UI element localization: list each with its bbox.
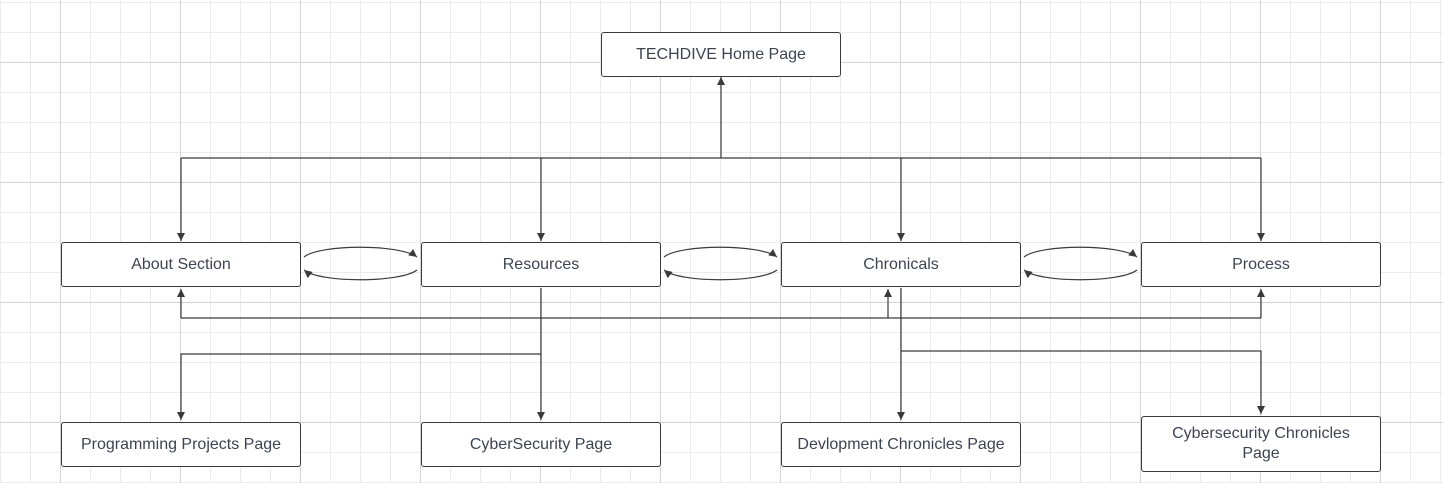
edge-resources-to-programming xyxy=(177,288,542,420)
edge-chronicals-to-process xyxy=(1023,246,1138,258)
node-chronicals-label: Chronicals xyxy=(863,255,939,273)
edge-chronicals-to-cyber-chronicles xyxy=(901,350,1265,414)
node-about-label: About Section xyxy=(131,255,231,273)
node-cybersecurity-chronicles: Cybersecurity Chronicles Page xyxy=(1141,416,1381,472)
node-chronicals: Chronicals xyxy=(781,242,1021,287)
node-development-chronicles-label: Devlopment Chronicles Page xyxy=(797,435,1005,453)
node-programming-projects: Programming Projects Page xyxy=(61,422,301,467)
node-cybersecurity: CyberSecurity Page xyxy=(421,422,661,467)
edge-chronicals-to-resources xyxy=(663,269,778,281)
node-resources-label: Resources xyxy=(502,255,580,273)
node-about: About Section xyxy=(61,242,301,287)
edge-resources-to-chronicals xyxy=(663,246,778,258)
edge-about-to-resources xyxy=(303,246,418,258)
node-resources: Resources xyxy=(421,242,661,287)
node-programming-projects-label: Programming Projects Page xyxy=(80,435,282,453)
node-process: Process xyxy=(1141,242,1381,287)
node-process-label: Process xyxy=(1232,255,1290,273)
node-development-chronicles: Devlopment Chronicles Page xyxy=(781,422,1021,467)
edge-process-to-chronicals xyxy=(1023,269,1138,281)
node-home-label: TECHDIVE Home Page xyxy=(636,45,806,63)
node-cybersecurity-chronicles-label: Cybersecurity Chronicles Page xyxy=(1172,425,1350,462)
node-cybersecurity-label: CyberSecurity Page xyxy=(469,435,613,453)
edge-resources-to-about xyxy=(303,269,418,281)
node-home: TECHDIVE Home Page xyxy=(601,32,841,77)
